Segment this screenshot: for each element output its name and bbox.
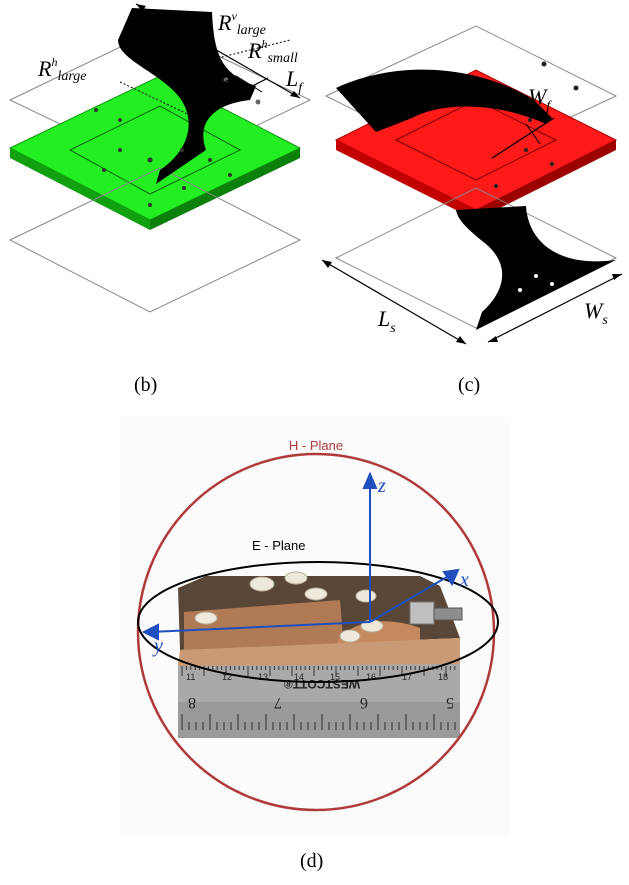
e-plane-ellipse (137, 561, 499, 683)
ruler-top-number: 17 (402, 672, 412, 682)
h-plane-label: H - Plane (289, 438, 343, 453)
green-substrate (8, 75, 302, 221)
bottom-plate-outline (8, 167, 302, 313)
arrowhead (488, 336, 498, 342)
x-axis (369, 573, 453, 623)
ruler-top-number: 18 (438, 672, 448, 682)
e-plane-label: E - Plane (252, 538, 305, 553)
ruler-top-number: 12 (222, 672, 232, 682)
ruler-top-number: 11 (186, 672, 195, 682)
z-axis-arrowhead (362, 471, 378, 489)
arrowhead (190, 111, 200, 118)
wf-label: Wf (528, 84, 552, 114)
y-axis (149, 621, 371, 633)
ruler-ticks (181, 666, 456, 730)
ruler-bottom-number: 6 (360, 694, 368, 711)
black-flare-top (336, 69, 552, 132)
x-axis-label: x (459, 569, 469, 591)
ruler-bottom-number: 8 (188, 694, 196, 711)
caption-c: (c) (458, 374, 481, 396)
z-axis-label: z (377, 475, 386, 497)
ruler-bottom-number: 5 (446, 694, 454, 711)
arrowhead (612, 274, 622, 280)
via-holes (94, 77, 261, 207)
arrowhead (322, 260, 332, 268)
panel-c-diagram: Wf Ls Ws (321, 25, 623, 345)
black-flare-bottom (456, 206, 616, 330)
wf-dimension (491, 117, 555, 159)
ruler-top-number: 13 (258, 672, 268, 682)
panel-d-photo-diagram: 11 12 13 14 15 16 17 18 8 7 6 5 WESTCOTT® H - Plan… (120, 418, 510, 836)
y-axis-label: y (152, 635, 163, 657)
substrate-inner-square (394, 99, 558, 181)
ruler-top-number: 14 (294, 672, 304, 682)
wf-tick (525, 123, 541, 145)
ruler-top-number: 15 (330, 672, 340, 682)
r-large-v-dimension (135, 3, 301, 99)
ruler-bottom-numbers: 8 7 6 5 (188, 694, 454, 711)
x-axis-arrowhead (442, 568, 460, 587)
caption-d: (d) (300, 850, 324, 872)
ruler-bottom-number: 7 (274, 694, 282, 711)
lf-dimension-arrow (189, 77, 269, 119)
ruler-top-numbers: 11 12 13 14 15 16 17 18 (186, 672, 448, 682)
ls-dimension (321, 259, 467, 345)
r-large-h-label: Rhlarge (37, 55, 87, 84)
r-small-h-label: Rhsmall (247, 37, 298, 66)
ruler-shade (178, 702, 460, 738)
sma-connector-barrel (433, 607, 463, 621)
red-substrate-side (336, 140, 476, 220)
r-large-v-label: Rvlarge (217, 9, 266, 38)
r-small-h-leader (209, 39, 291, 61)
arrowhead (136, 4, 146, 11)
arrowhead (290, 91, 300, 98)
ws-dimension (487, 273, 623, 343)
red-substrate-side-right (476, 140, 616, 220)
black-flare-radiator (118, 8, 256, 184)
panel-b-diagram: Rvlarge Rhsmall Rhlarge Lf (8, 3, 312, 313)
h-plane-circle (136, 452, 496, 812)
ws-label: Ws (584, 298, 608, 328)
feed-box (205, 75, 263, 93)
substrate-inner-square (68, 105, 242, 195)
ls-label: Ls (377, 306, 396, 336)
lf-label: Lf (285, 66, 304, 96)
caption-b: (b) (134, 374, 158, 396)
arrowhead (456, 336, 466, 344)
y-axis-arrowhead (141, 623, 159, 641)
sma-connector-body (409, 601, 435, 625)
via-holes (494, 61, 579, 292)
ruler-top-number: 16 (366, 672, 376, 682)
ruler-brand: WESTCOTT® (284, 677, 360, 691)
bottom-plate-outline (334, 187, 618, 329)
green-substrate-side (10, 148, 150, 230)
green-substrate-side-right (150, 148, 300, 230)
antenna-board-edge (178, 638, 460, 666)
